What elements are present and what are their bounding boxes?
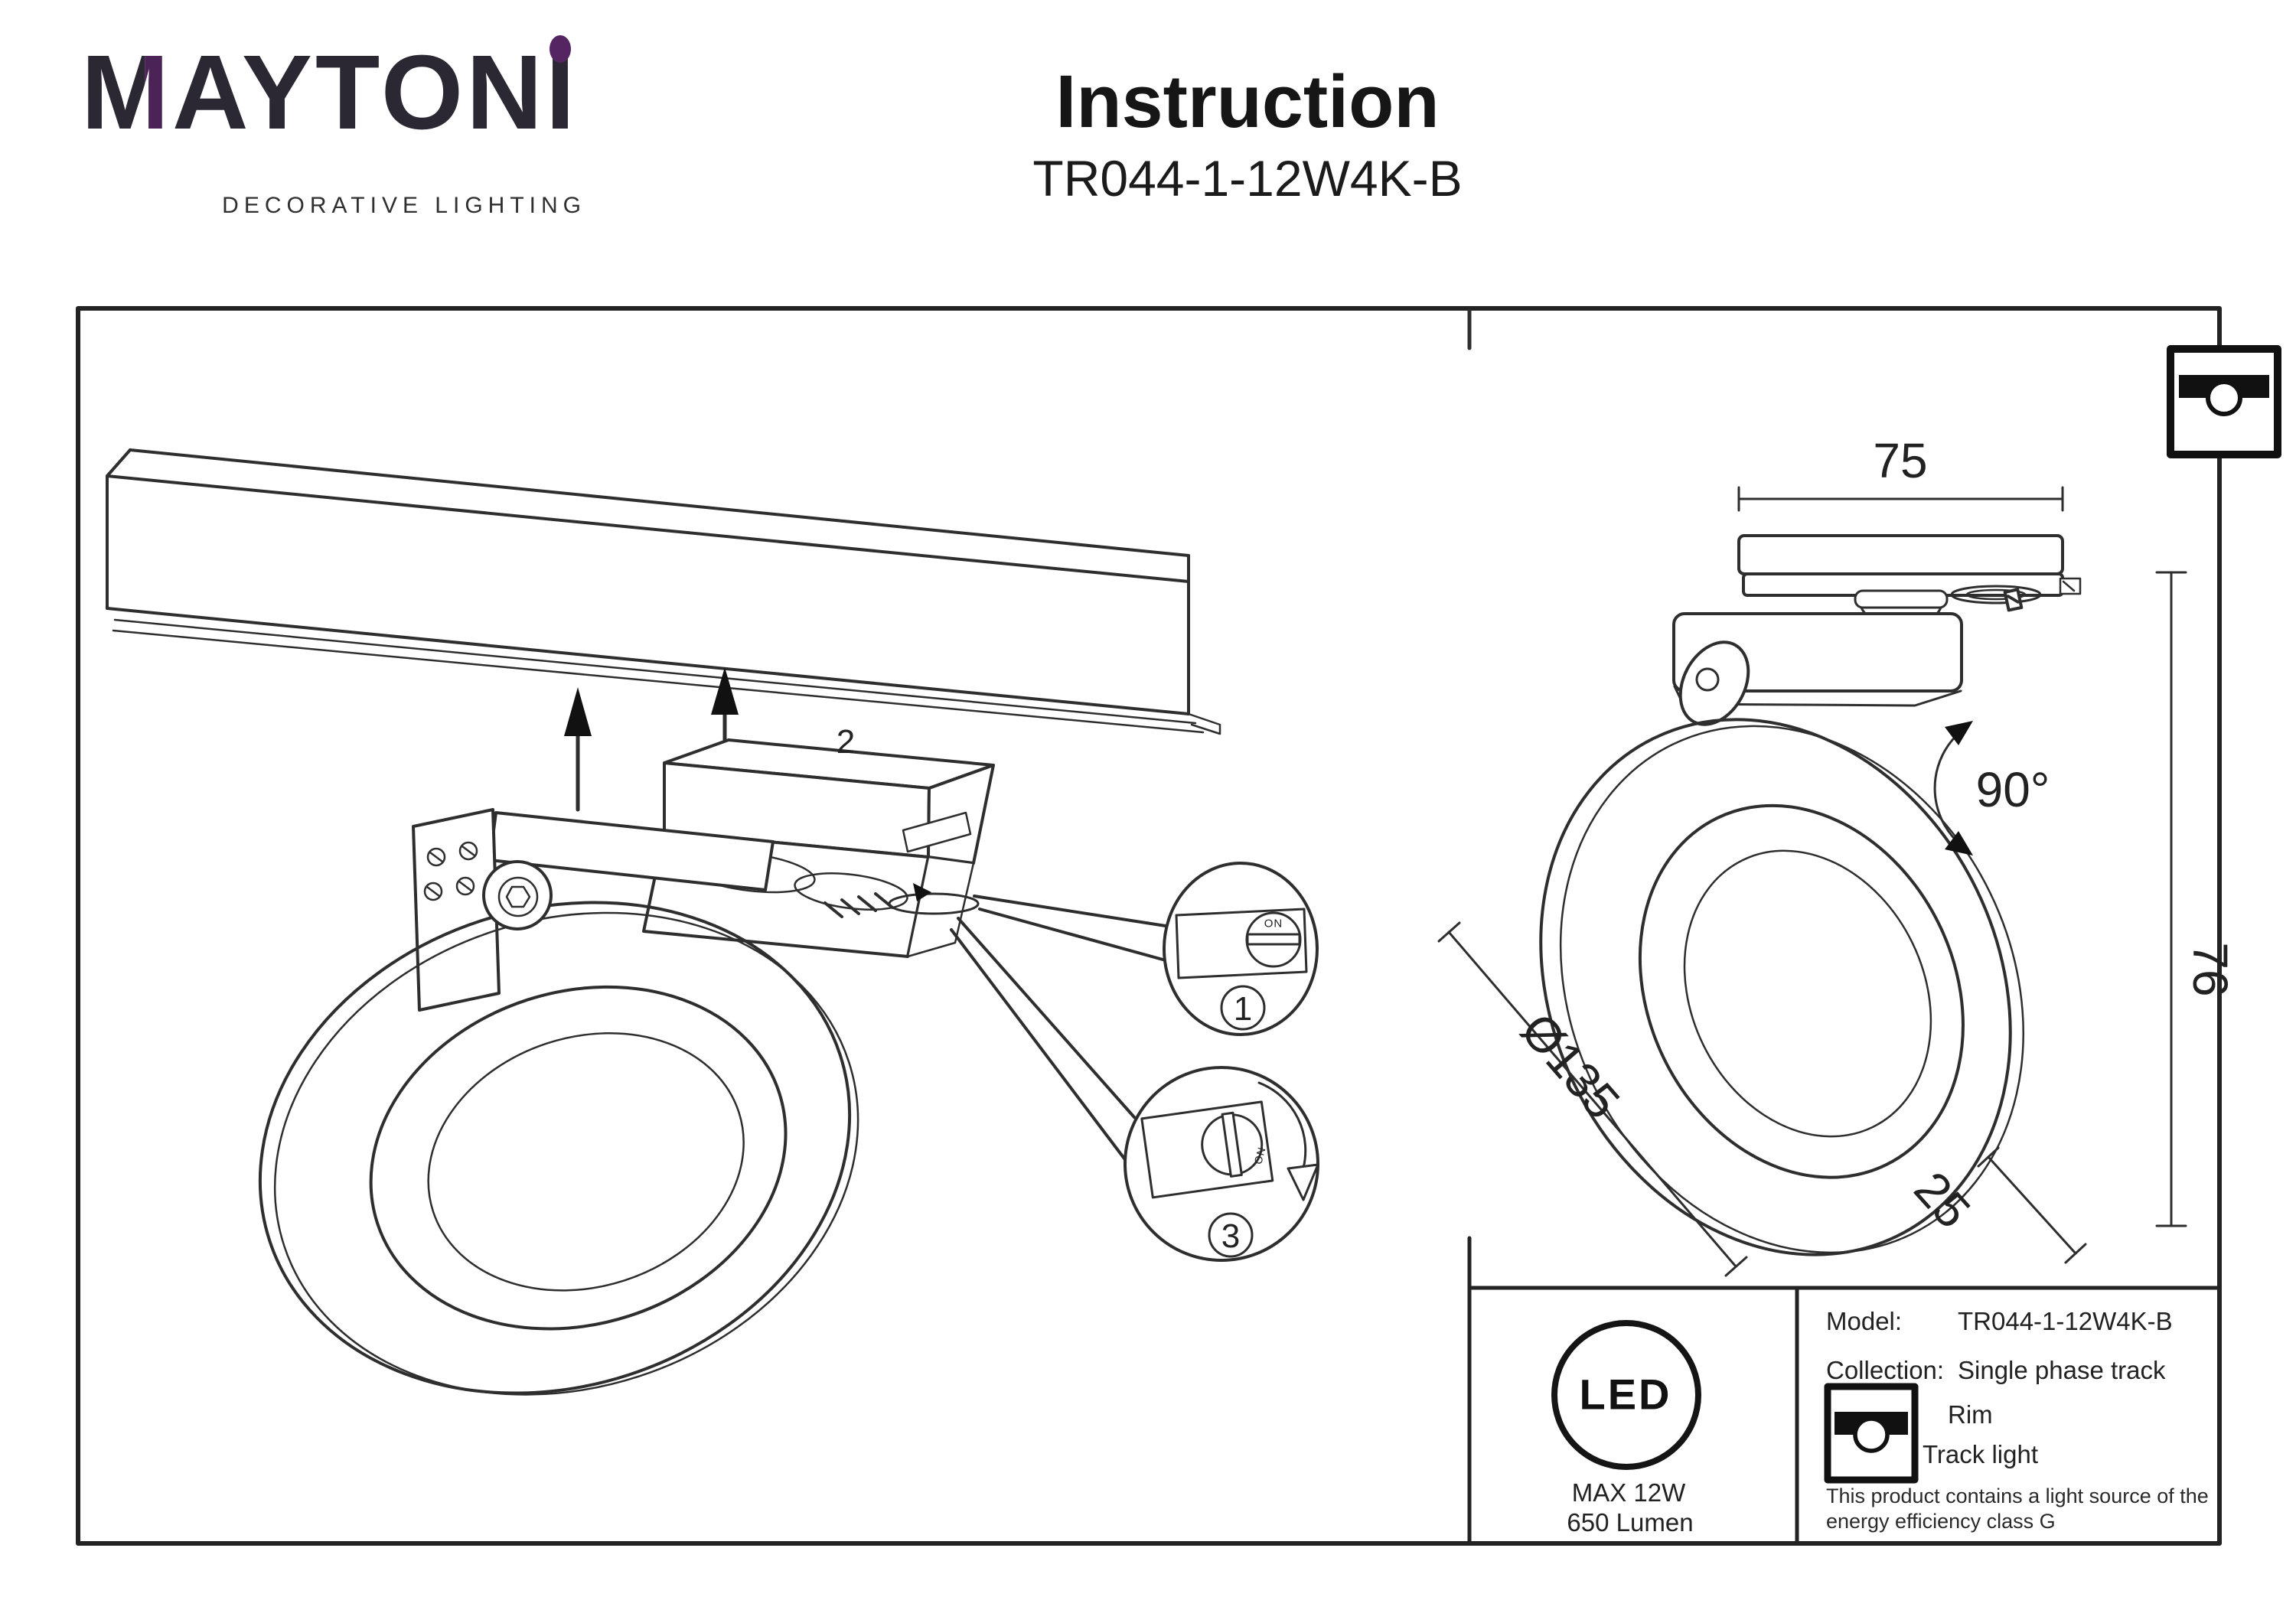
dimension-76: [2155, 571, 2187, 1227]
dimension-25: [1977, 1146, 2087, 1264]
model-value: TR044-1-12W4K-B: [1958, 1307, 2173, 1335]
dimension-diameter: [1437, 921, 1748, 1277]
energy-note-line2: energy efficiency class G: [1826, 1510, 2056, 1533]
contact-hatching: [823, 892, 894, 918]
ring-head-right: [1539, 718, 2024, 1256]
info-box-lines: [1467, 1236, 2219, 1543]
model-label: Model:: [1826, 1307, 1903, 1335]
ring-head-left: [258, 901, 859, 1396]
detail-circle-3: [1124, 1066, 1319, 1262]
fixture-arm-side: [1672, 612, 1963, 726]
type-value: Track light: [1923, 1440, 2038, 1468]
led-badge-text: LED: [1579, 1370, 1672, 1419]
title-block: Instruction TR044-1-12W4K-B: [872, 60, 1623, 207]
brand-logo: MMMAYTONI: [81, 40, 578, 185]
brand-tagline: DECORATIVE LIGHTING: [222, 193, 586, 218]
logo-letter-m: MMM: [81, 34, 172, 152]
logo-rest: AYTONI: [171, 34, 579, 152]
outer-frame: [76, 306, 2222, 1546]
callout-1: 1: [1233, 990, 1253, 1028]
page-title: Instruction: [1055, 60, 1440, 143]
rotate-indicator: [888, 883, 980, 915]
dimension-label-width: 75: [1873, 433, 1928, 488]
dimension-75: [1737, 486, 2064, 512]
callout-2: 2: [836, 723, 856, 761]
collection-value: Single phase track: [1958, 1356, 2166, 1384]
spec-track-icon: [1824, 1383, 1919, 1484]
collection-label: Collection:: [1826, 1356, 1945, 1384]
pivot-bolt: [482, 860, 553, 930]
track-rail: [106, 448, 1221, 735]
dimension-label-height: 76: [2183, 942, 2238, 997]
max-power: MAX 12W: [1571, 1478, 1686, 1507]
track-mount-icon: [2167, 345, 2281, 458]
dimension-label-swivel: 90°: [1975, 762, 2050, 817]
series-value: Rim: [1948, 1400, 1993, 1429]
detail-circle-1: [1163, 862, 1319, 1036]
energy-note-line1: This product contains a light source of …: [1826, 1484, 2209, 1507]
swivel-arc: [1933, 721, 1973, 855]
knob-on-label-1: ON: [1264, 917, 1283, 930]
led-badge-circle: [1551, 1320, 1701, 1470]
callout-3: 3: [1221, 1217, 1241, 1255]
logo-i-dot-icon: [550, 35, 571, 63]
luminous-flux: 650 Lumen: [1567, 1508, 1694, 1537]
callout-leaders: [950, 895, 1167, 1163]
model-number: TR044-1-12W4K-B: [1032, 149, 1463, 207]
track-adapter-side: [1737, 534, 2082, 621]
